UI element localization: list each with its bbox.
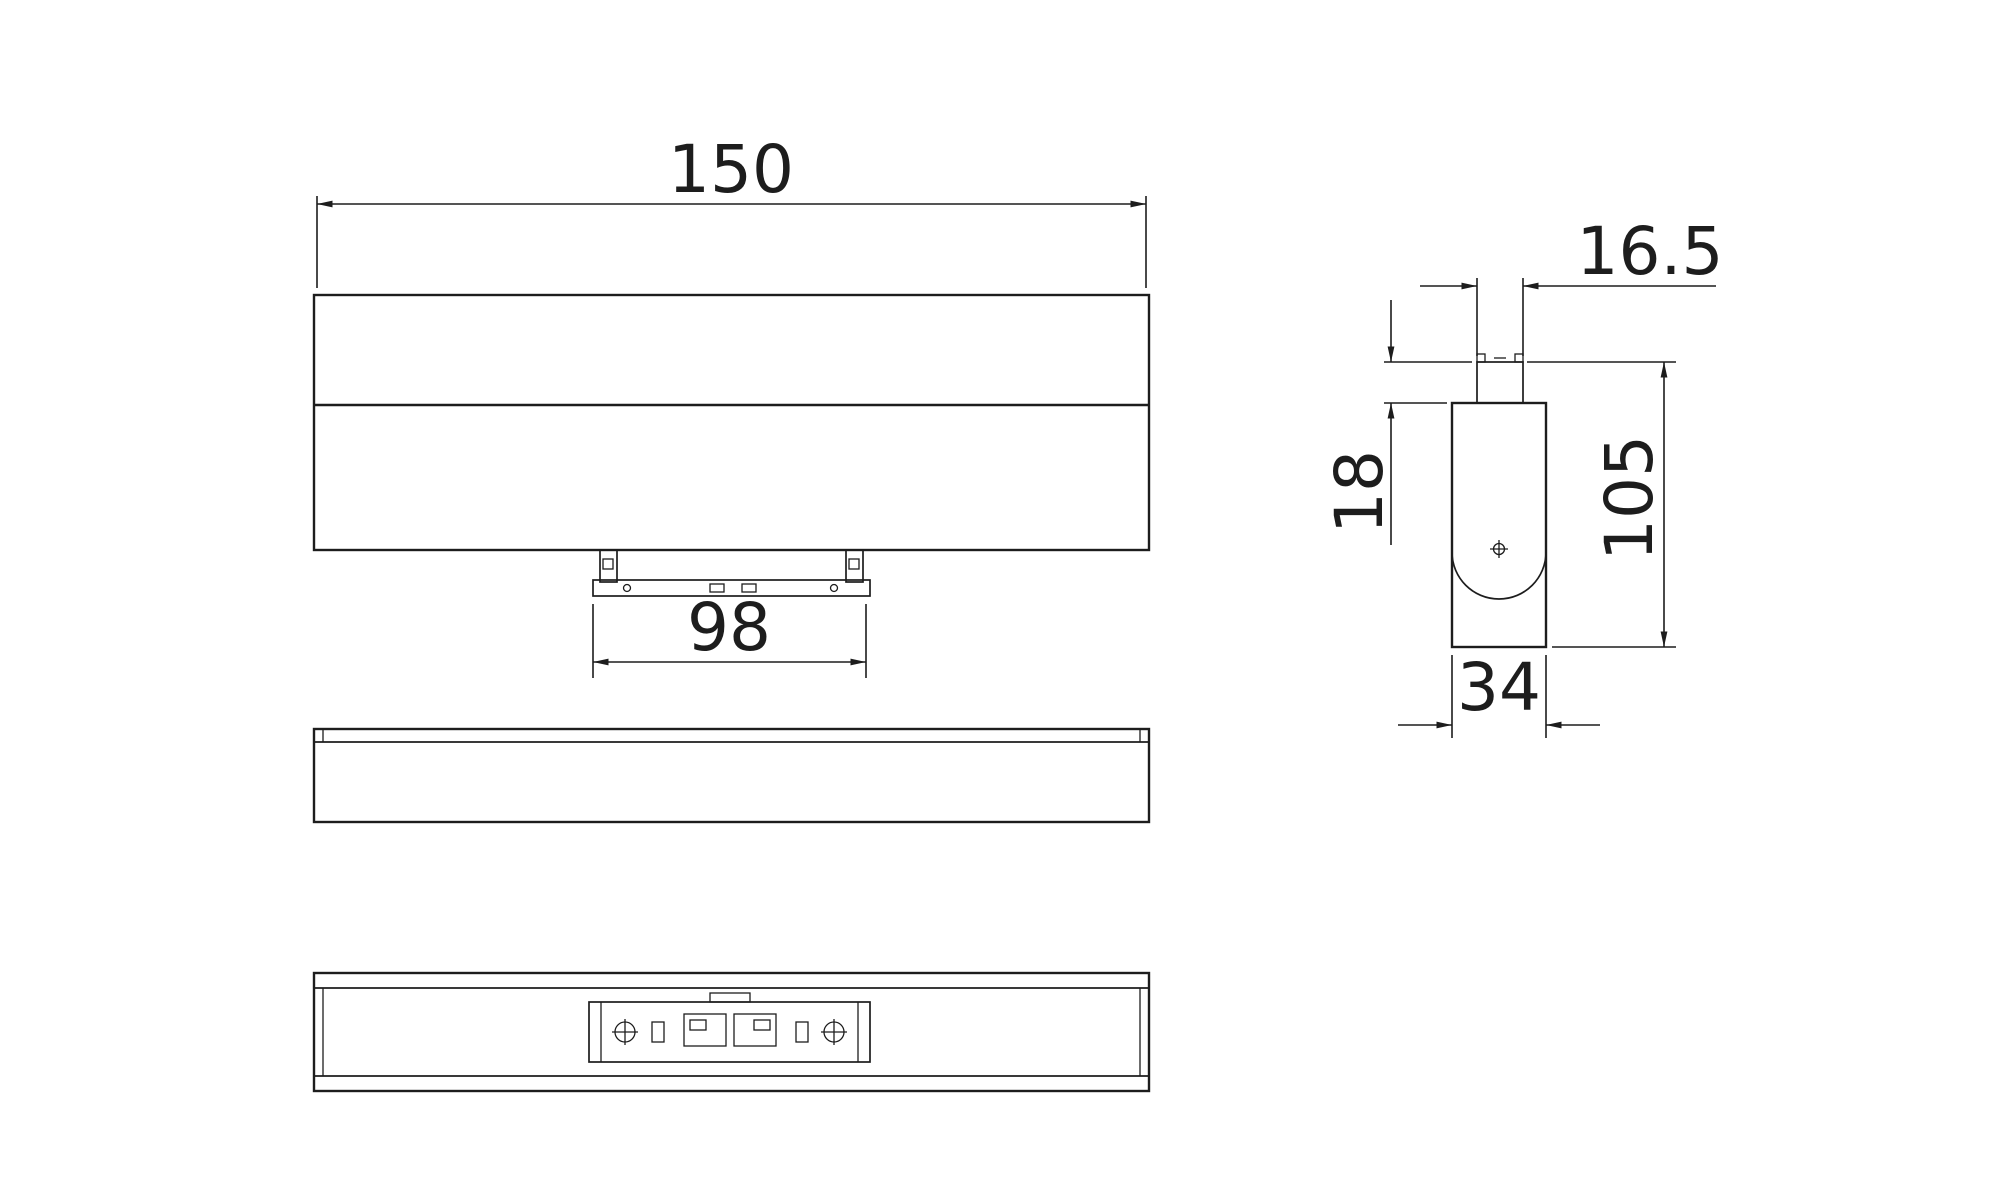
profile-view	[312, 727, 1151, 824]
contact-slot-right	[733, 1013, 777, 1047]
adapter-slot-left	[709, 583, 725, 593]
side-slot-right	[795, 1021, 809, 1043]
front-view: 150 98	[312, 131, 1151, 678]
dim-label-adapter-width: 98	[687, 589, 771, 666]
side-slot-left	[651, 1021, 665, 1043]
contact-slot-right-notch	[753, 1019, 771, 1031]
bottom-outline	[312, 971, 1151, 1093]
dim-adapter-width: 98	[592, 589, 867, 678]
adapter-clip-right	[845, 549, 864, 583]
connector-outline	[1476, 361, 1524, 404]
adapter-screw-right	[829, 583, 839, 593]
adapter-screw-left	[622, 583, 632, 593]
connector-pin-right	[1514, 353, 1524, 363]
side-view: 16.5 18 105 34	[1321, 213, 1723, 738]
dim-label-side-width: 34	[1457, 649, 1541, 726]
adapter-clip-right-hole	[848, 558, 860, 570]
dim-side-width: 34	[1398, 649, 1600, 738]
connector-pin-left	[1476, 353, 1486, 363]
track-adapter-bottom	[588, 992, 871, 1063]
adapter-plate	[592, 579, 871, 597]
screw-right	[821, 1019, 847, 1045]
dim-connector-height: 18	[1321, 300, 1472, 545]
dim-label-side-height: 105	[1591, 435, 1668, 561]
adapter-slot-right	[741, 583, 757, 593]
dim-label-connector-height: 18	[1321, 450, 1398, 534]
screw-left	[612, 1019, 638, 1045]
dim-front-width: 150	[316, 131, 1147, 288]
side-body-outline	[1450, 401, 1548, 649]
profile-outline	[312, 727, 1151, 824]
contact-slot-left	[683, 1013, 727, 1047]
dim-side-height: 105	[1527, 361, 1676, 648]
dim-connector-width: 16.5	[1420, 213, 1723, 356]
side-track-connector	[1476, 353, 1524, 404]
side-screw-mark	[1490, 540, 1508, 558]
track-adapter-front	[592, 549, 871, 597]
dim-label-connector-width: 16.5	[1577, 213, 1724, 290]
adapter-top-tab	[709, 992, 751, 1003]
fixture-body-outline	[312, 293, 1151, 552]
adapter-clip-left-hole	[602, 558, 614, 570]
bottom-view	[312, 971, 1151, 1093]
lamp-tube-arc	[1451, 551, 1547, 600]
adapter-clip-left	[599, 549, 618, 583]
contact-slot-left-notch	[689, 1019, 707, 1031]
dim-label-front-width: 150	[668, 131, 794, 208]
